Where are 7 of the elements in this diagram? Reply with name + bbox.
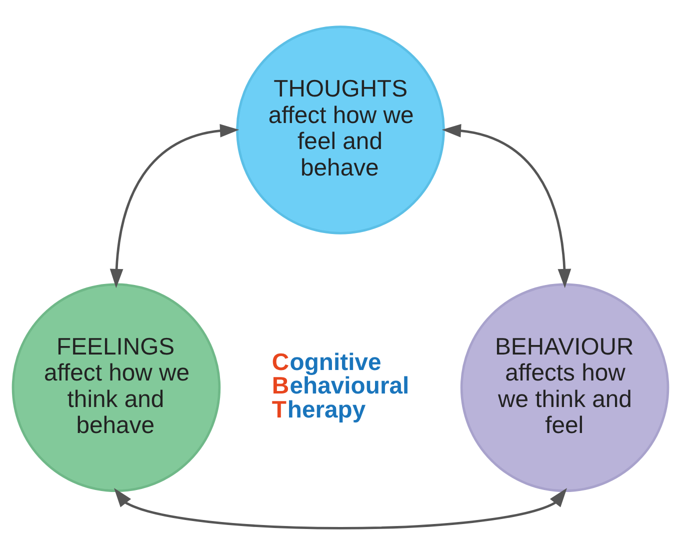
- arrow: [442, 124, 572, 288]
- node-circle: THOUGHTS affect how we feel and behave: [236, 26, 445, 234]
- node-circle: BEHAVIOUR affects how we think and feel: [460, 283, 670, 492]
- arrow: [110, 124, 240, 288]
- node-circle: FEELINGS affect how we think and behave: [12, 283, 221, 492]
- label: Cognitive Behavioural Therapy: [272, 348, 410, 424]
- arrow: [114, 488, 567, 530]
